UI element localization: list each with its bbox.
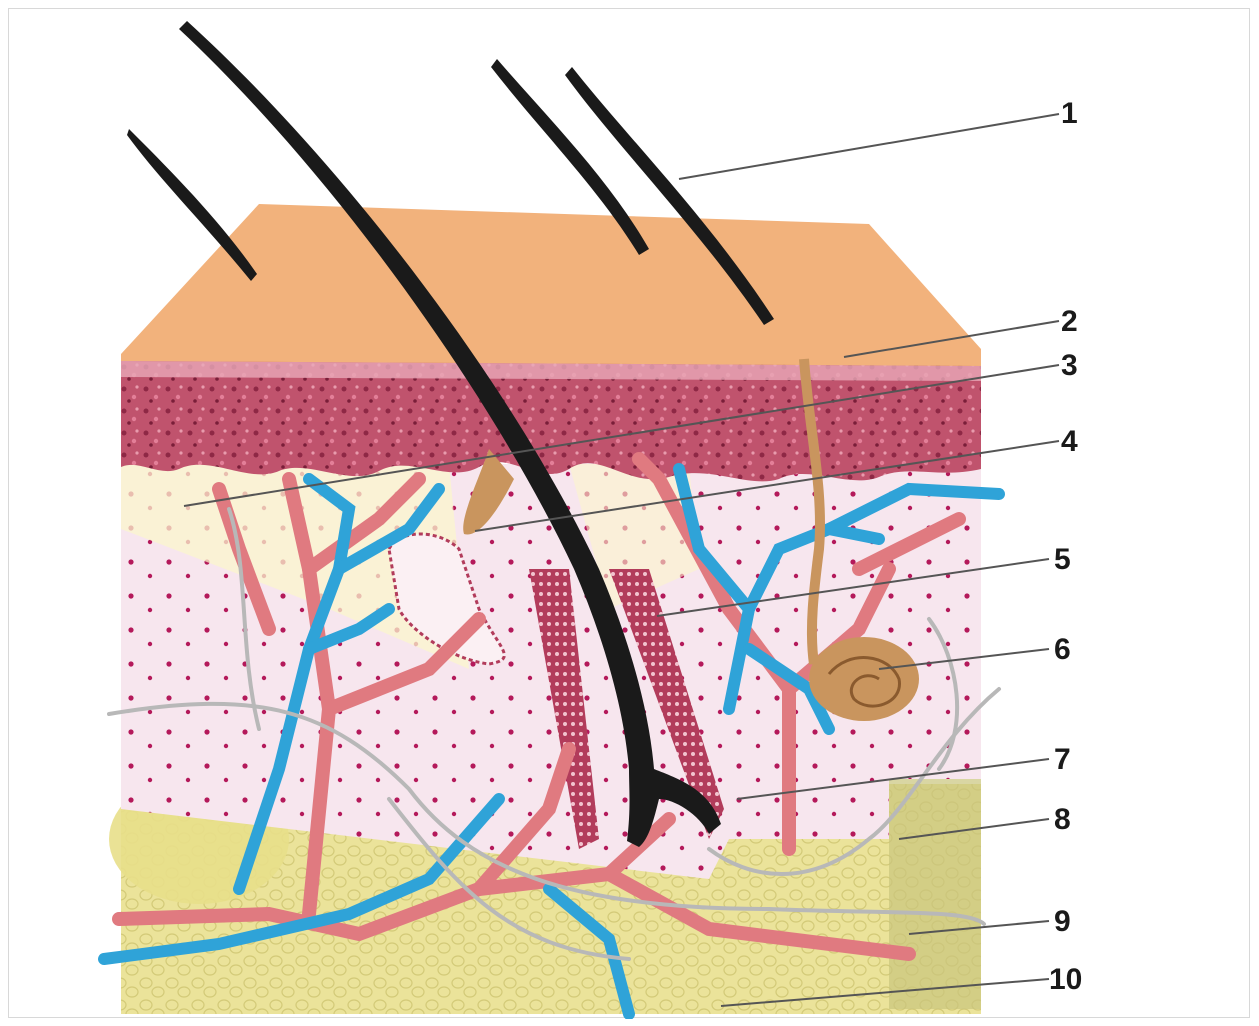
- callout-3: 3: [1061, 349, 1078, 382]
- callout-4: 4: [1061, 425, 1078, 458]
- callout-10: 10: [1049, 963, 1082, 996]
- callout-9: 9: [1054, 905, 1071, 938]
- callout-6: 6: [1054, 633, 1071, 666]
- stratum-corneum: [121, 204, 981, 366]
- callout-7: 7: [1054, 743, 1071, 776]
- callout-8: 8: [1054, 803, 1071, 836]
- epidermis-layer: [121, 359, 981, 481]
- callout-numbers: 1 2 3 4 5 6 7 8 9 10: [1049, 97, 1082, 996]
- skin-structure-diagram: 1 2 3 4 5 6 7 8 9 10: [9, 9, 1251, 1019]
- callout-2: 2: [1061, 305, 1078, 338]
- figure-frame: 1 2 3 4 5 6 7 8 9 10: [8, 8, 1250, 1018]
- callout-5: 5: [1054, 543, 1071, 576]
- callout-1: 1: [1061, 97, 1078, 130]
